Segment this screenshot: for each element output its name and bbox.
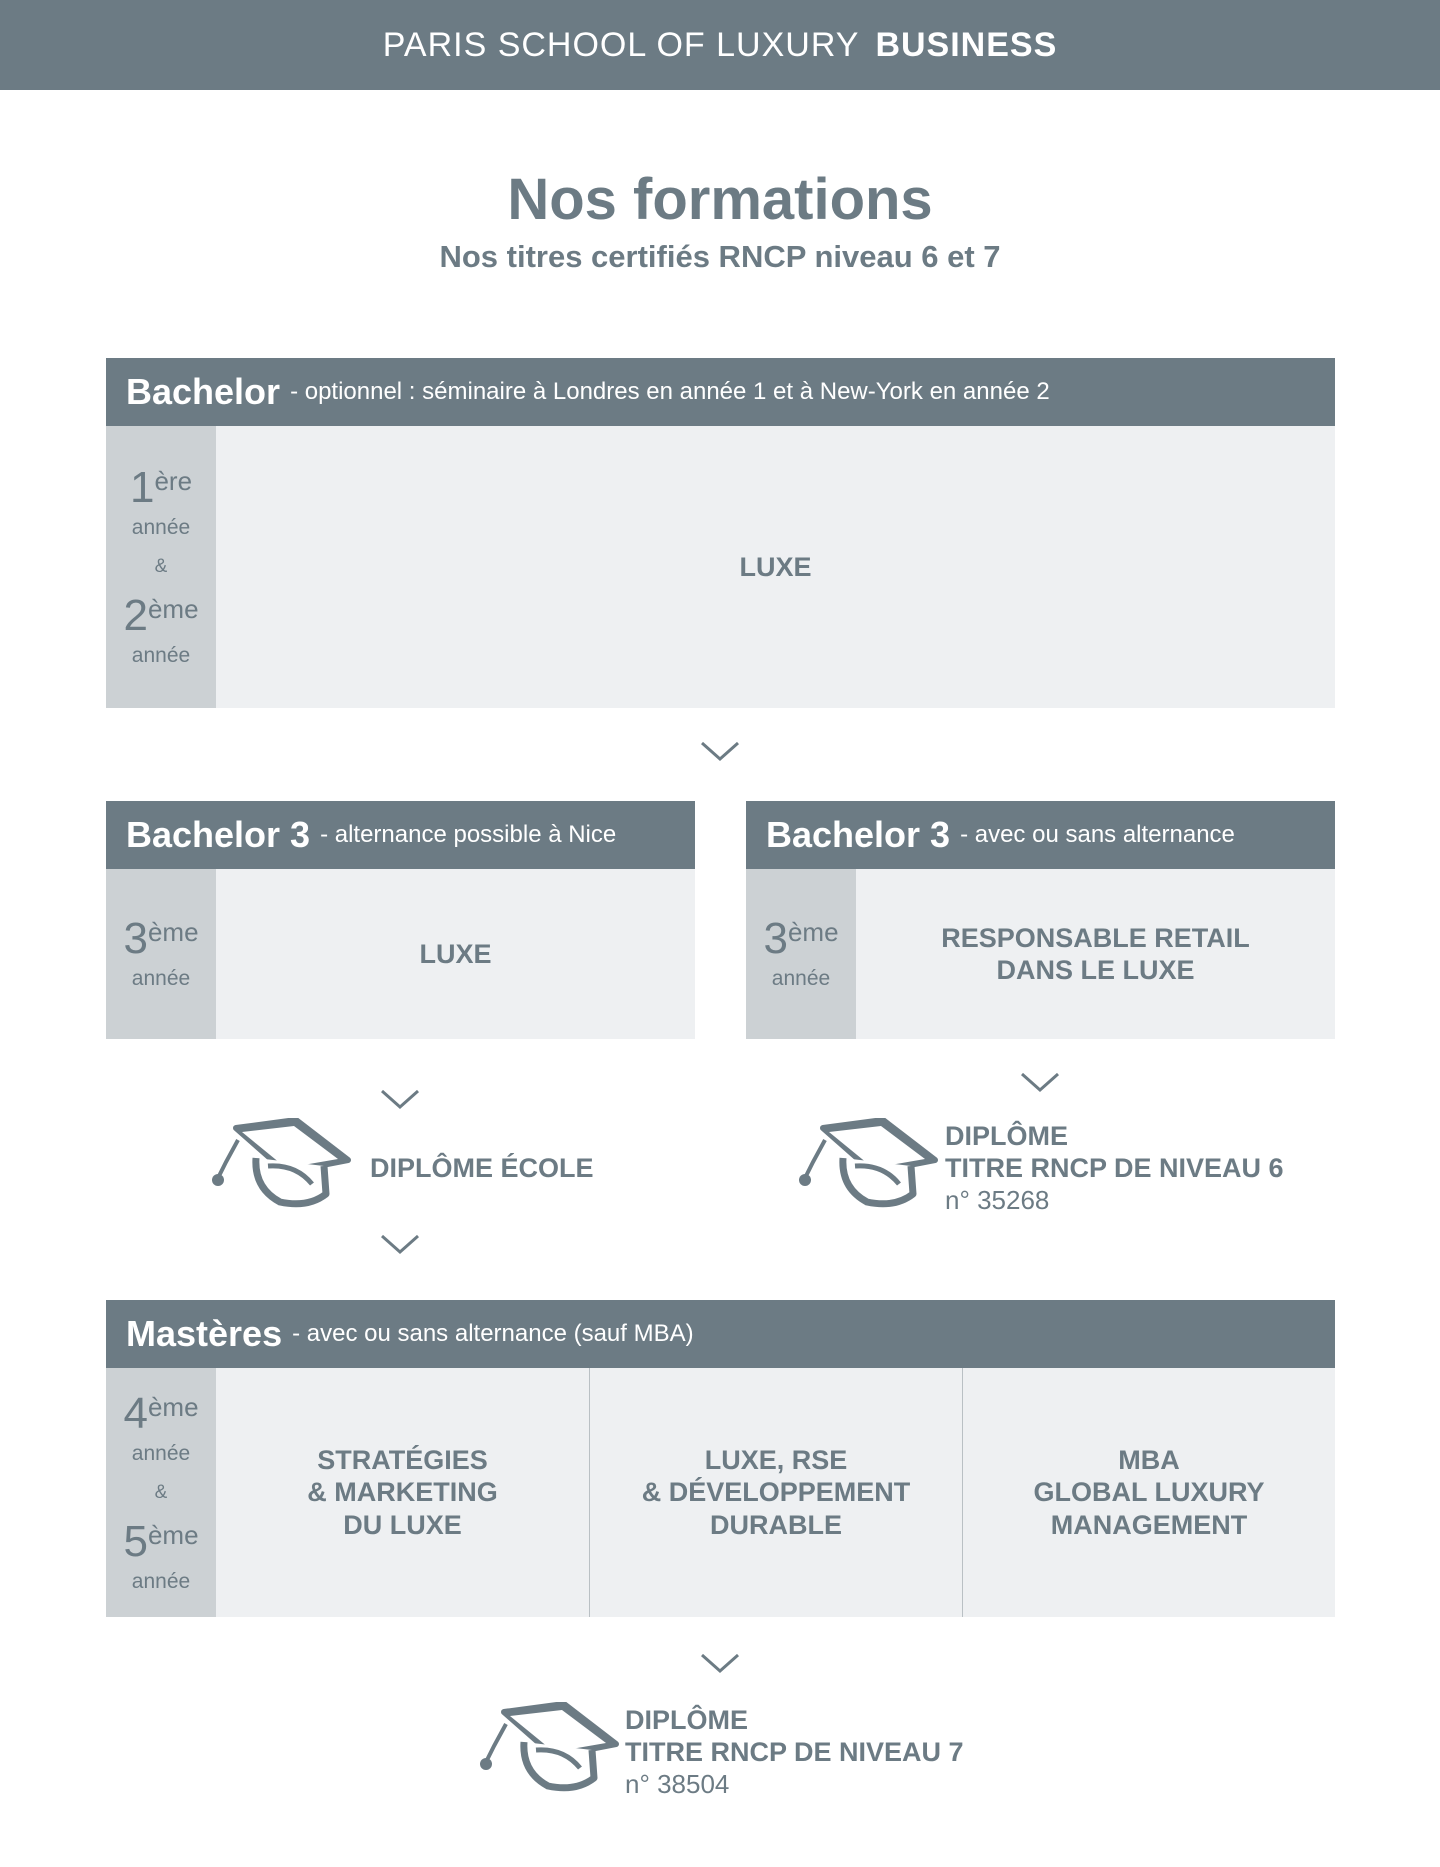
year-2: 2 ème [123, 594, 198, 638]
program-line-2: GLOBAL LUXURY [1033, 1477, 1265, 1508]
graduation-cap-icon [476, 1702, 621, 1794]
year-3-suffix: ème [787, 917, 839, 947]
program-line-1: LUXE, RSE [704, 1444, 848, 1475]
bachelor3-left-name: Bachelor 3 [126, 814, 311, 855]
diploma-rncp7-number: n° 38504 [625, 1768, 730, 1799]
year-5-word: année [131, 1569, 191, 1593]
year-5-number: 5 [123, 1516, 148, 1566]
year-3: 3 ème [123, 917, 198, 961]
program-line-1: STRATÉGIES [317, 1444, 488, 1475]
year-1-suffix: ère [154, 466, 193, 496]
year-5: 5 ème [123, 1516, 199, 1566]
year-4-suffix: ème [147, 1391, 199, 1422]
bachelor-program: LUXE [216, 426, 1335, 708]
masteres-years: 4 ème année & 5 ème année [106, 1368, 216, 1617]
program-line-2: DANS LE LUXE [996, 955, 1195, 985]
graduation-cap-icon [795, 1118, 940, 1210]
diploma-rncp7-line1: DIPLÔME [625, 1705, 749, 1735]
diploma-rncp6: DIPLÔME TITRE RNCP DE NIVEAU 6 n° 35268 [945, 1120, 1284, 1216]
chevron-down-icon [1020, 1071, 1060, 1093]
program-line-1: RESPONSABLE RETAIL [941, 922, 1250, 953]
bachelor-name: Bachelor [126, 371, 281, 412]
year-4: 4 ème [123, 1388, 199, 1438]
year-ampersand: & [154, 556, 168, 577]
bachelor-note: - optionnel : séminaire à Londres en ann… [290, 378, 1050, 405]
chevron-down-icon [380, 1088, 420, 1110]
year-5-suffix: ème [147, 1519, 199, 1550]
year-4-number: 4 [123, 1388, 148, 1438]
diploma-ecole-label: DIPLÔME ÉCOLE [370, 1153, 594, 1183]
graduation-cap-icon [208, 1118, 353, 1210]
year-3-word: année [771, 967, 831, 990]
program-line-2: & DÉVELOPPEMENT [641, 1477, 911, 1508]
masteres-program-strategies: STRATÉGIES & MARKETING DU LUXE [216, 1368, 589, 1617]
program-line-1: MBA [1118, 1444, 1180, 1475]
bachelor3-left-year: 3 ème année [106, 869, 216, 1039]
diploma-rncp6-line2: TITRE RNCP DE NIVEAU 6 [945, 1153, 1284, 1184]
bachelor3-right-program: RESPONSABLE RETAIL DANS LE LUXE [856, 869, 1335, 1039]
masteres-header: Mastères - avec ou sans alternance (sauf… [106, 1300, 1335, 1368]
year-1-word: année [131, 516, 191, 539]
bachelor3-right-header: Bachelor 3 - avec ou sans alternance [746, 801, 1335, 869]
year-3-number: 3 [763, 914, 788, 963]
diploma-ecole: DIPLÔME ÉCOLE [370, 1152, 594, 1184]
diploma-rncp6-number: n° 35268 [945, 1184, 1050, 1215]
masteres-note: - avec ou sans alternance (sauf MBA) [292, 1320, 694, 1347]
page-title: Nos formations [507, 167, 933, 232]
program-line-3: DURABLE [710, 1509, 842, 1540]
bachelor-header: Bachelor - optionnel : séminaire à Londr… [106, 358, 1335, 426]
year-2-number: 2 [123, 591, 148, 640]
bachelor3-right-name: Bachelor 3 [766, 814, 951, 855]
year-ampersand: & [154, 1481, 168, 1503]
chevron-down-icon [700, 1652, 740, 1674]
year-3-suffix: ème [147, 917, 199, 947]
bachelor3-right-year: 3 ème année [746, 869, 856, 1039]
bachelor3-left-note: - alternance possible à Nice [320, 821, 617, 848]
header-banner: PARIS SCHOOL OF LUXURY BUSINESS [0, 0, 1440, 90]
bachelor3-left-header: Bachelor 3 - alternance possible à Nice [106, 801, 695, 869]
masteres-program-rse: LUXE, RSE & DÉVELOPPEMENT DURABLE [589, 1368, 962, 1617]
year-4-word: année [131, 1441, 191, 1465]
bachelor3-right-note: - avec ou sans alternance [960, 821, 1235, 848]
year-3-number: 3 [123, 914, 148, 963]
masteres-name: Mastères [126, 1313, 283, 1354]
diploma-rncp7: DIPLÔME TITRE RNCP DE NIVEAU 7 n° 38504 [625, 1704, 964, 1800]
page-subtitle: Nos titres certifiés RNCP niveau 6 et 7 [439, 239, 1001, 274]
year-2-word: année [131, 644, 191, 667]
brand-bold: BUSINESS [875, 25, 1058, 64]
year-1-number: 1 [129, 463, 155, 512]
diploma-rncp7-line2: TITRE RNCP DE NIVEAU 7 [625, 1737, 964, 1768]
brand-light: PARIS SCHOOL OF LUXURY [382, 25, 860, 64]
year-2-suffix: ème [147, 594, 199, 624]
diploma-rncp6-line1: DIPLÔME [945, 1121, 1069, 1151]
program-line-3: MANAGEMENT [1050, 1509, 1248, 1540]
bachelor3-left-program: LUXE [216, 869, 695, 1039]
chevron-down-icon [700, 740, 740, 762]
bachelor-years: 1 ère année & 2 ème année [106, 426, 216, 708]
chevron-down-icon [380, 1233, 420, 1255]
program-line-2: & MARKETING [307, 1477, 498, 1508]
year-1: 1 ère [130, 466, 192, 510]
masteres-program-mba: MBA GLOBAL LUXURY MANAGEMENT [962, 1368, 1335, 1617]
program-line-3: DU LUXE [343, 1509, 462, 1540]
year-3: 3 ème [763, 917, 838, 961]
year-3-word: année [131, 967, 191, 990]
